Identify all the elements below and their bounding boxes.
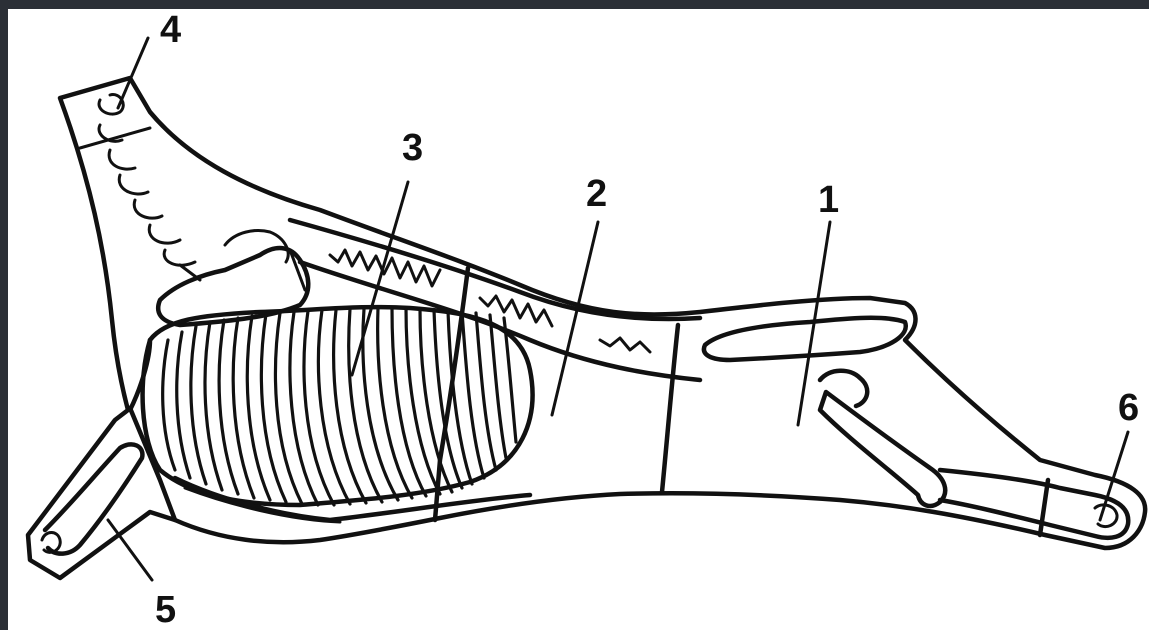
femur — [820, 392, 945, 506]
cut-line-neck-upper — [130, 340, 150, 410]
label-6: 6 — [1118, 387, 1139, 429]
label-4: 4 — [160, 9, 181, 51]
hock-joint — [1095, 505, 1117, 527]
femur-head — [820, 371, 867, 406]
ribs — [163, 308, 516, 505]
neck-vertebrae — [99, 95, 200, 280]
pelvis — [704, 318, 906, 360]
spine-band-lower — [300, 262, 700, 380]
label-1: 1 — [818, 179, 839, 221]
leader-line-2 — [552, 222, 598, 415]
neck-inner-line — [80, 128, 150, 148]
cut-line-loin-leg — [662, 325, 678, 492]
label-3: 3 — [402, 127, 423, 169]
cut-line-shank — [1040, 480, 1048, 535]
label-5: 5 — [155, 589, 176, 630]
scapula-detail — [225, 231, 305, 290]
spine-band-upper — [290, 220, 700, 319]
label-2: 2 — [586, 173, 607, 215]
